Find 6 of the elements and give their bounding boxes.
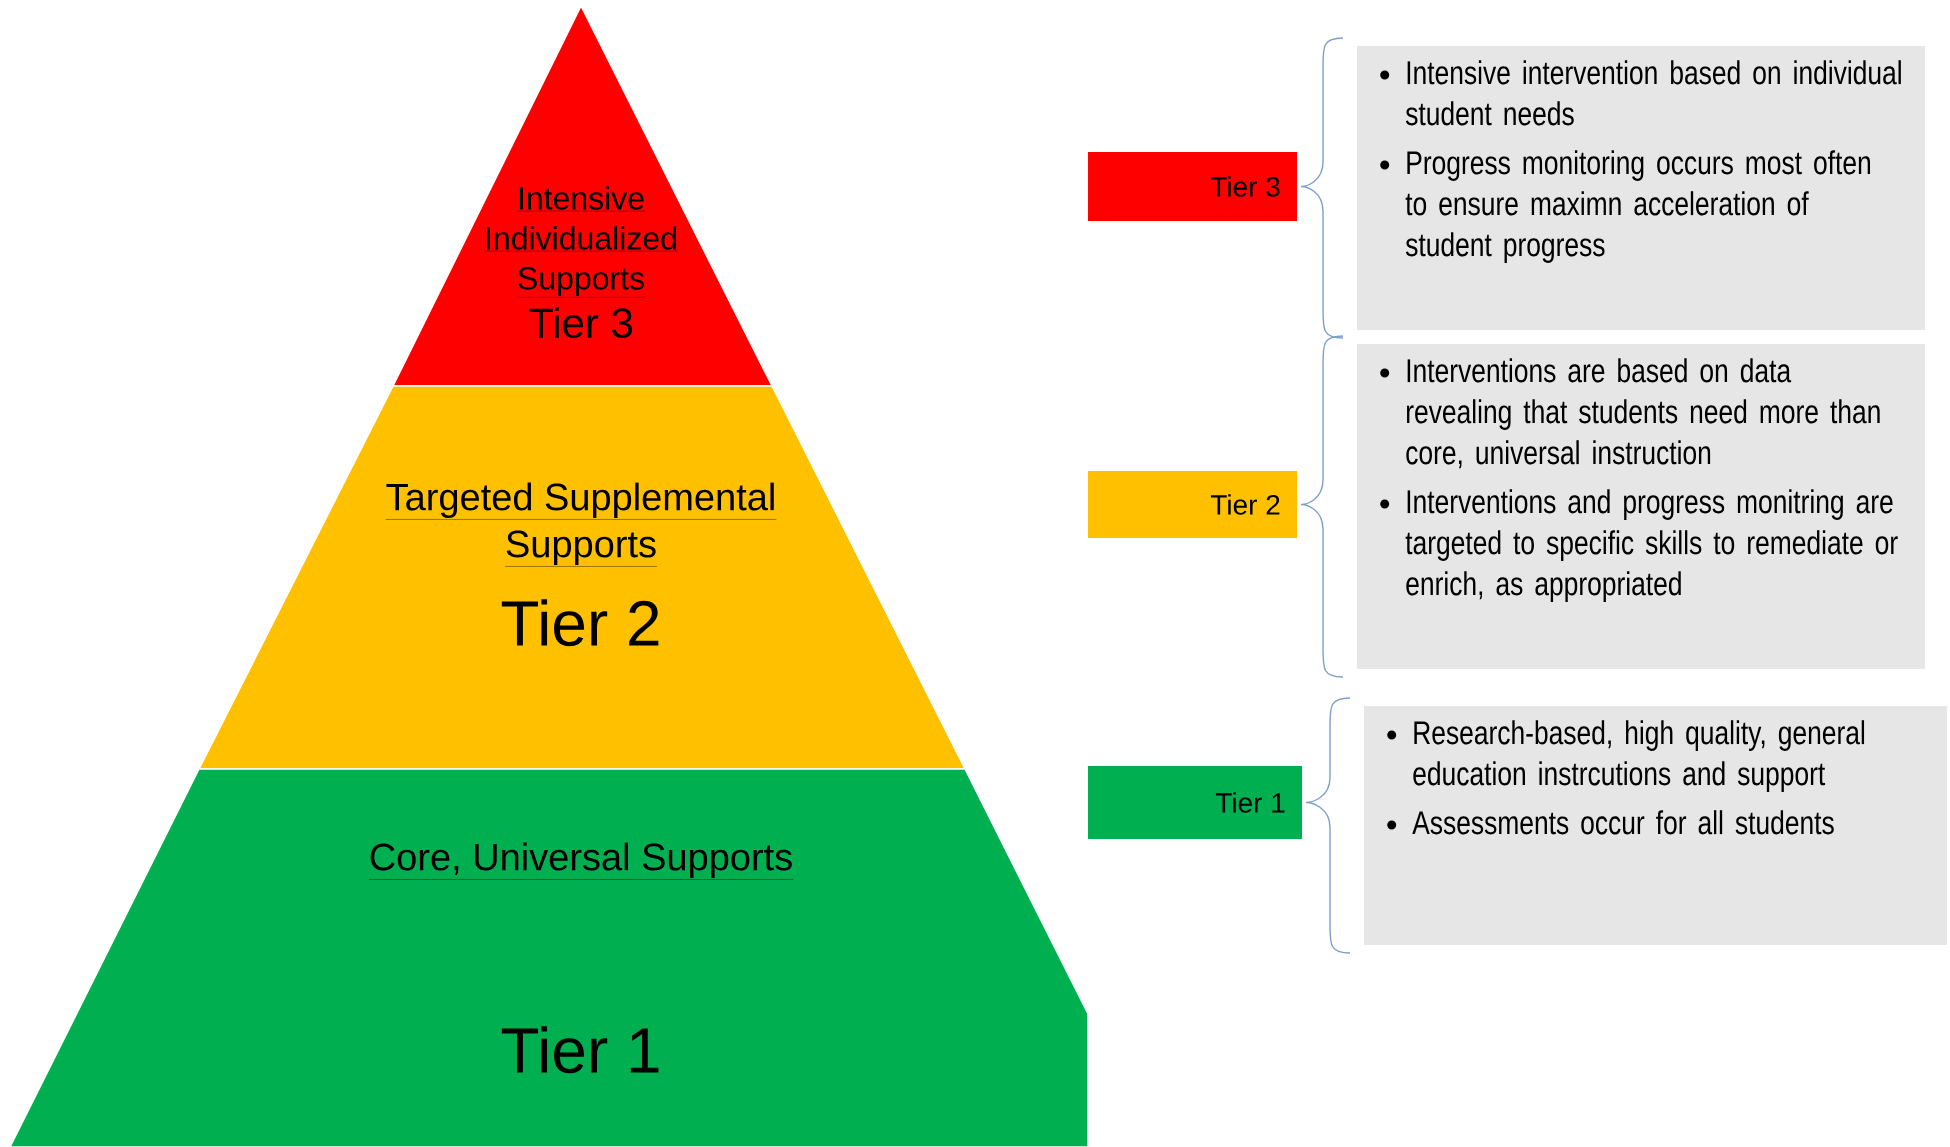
tier-label: Tier 3 <box>1088 152 1297 221</box>
tier-label: Tier 1 <box>1088 766 1302 839</box>
description-box: Interventions are based on data revealing that students need more than core, universal instruction Interventions and progress monitring are targeted to specific skills to remediate or enrich, as appropriated <box>1357 344 1925 669</box>
tier-label: Tier 2 <box>1088 471 1297 538</box>
description-box: Research-based, high quality, general education instrcutions and support Assessments occur for all students <box>1364 706 1947 945</box>
description-box: Intensive intervention based on individual student needs Progress monitoring occurs most often to ensure maximn acceleration of student progress <box>1357 46 1925 330</box>
